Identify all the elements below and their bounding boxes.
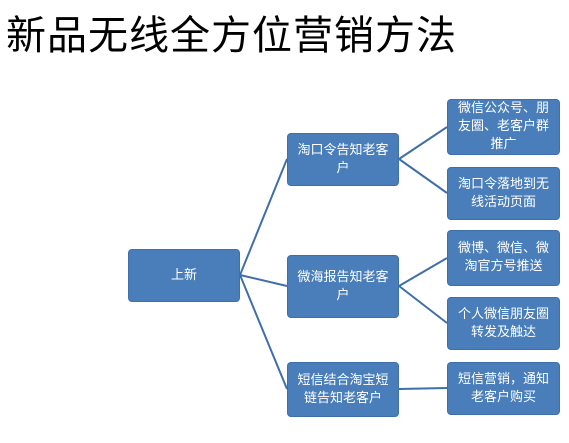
node-sms-shortlink: 短信结合淘宝短链告知老客户: [287, 362, 399, 417]
node-micro-poster: 微海报告知老客户: [287, 255, 399, 318]
node-sms-marketing: 短信营销，通知老客户购买: [447, 362, 560, 415]
node-personal-wechat-label: 个人微信朋友圈转发及触达: [457, 306, 549, 340]
node-root: 上新: [128, 249, 240, 302]
page-title: 新品无线全方位营销方法: [6, 13, 457, 59]
node-landing-page: 淘口令落地到无线活动页面: [447, 167, 560, 220]
link-root-mid1: [239, 158, 288, 276]
node-sms-shortlink-label: 短信结合淘宝短链告知老客户: [297, 372, 389, 406]
link-mid2-leaf4: [398, 285, 448, 324]
node-micro-poster-label: 微海报告知老客户: [297, 269, 389, 303]
node-sms-marketing-label: 短信营销，通知老客户购买: [457, 371, 549, 405]
node-official-push: 微博、微信、微淘官方号推送: [447, 230, 560, 286]
node-taokouling-label: 淘口令告知老客户: [297, 142, 389, 176]
node-personal-wechat: 个人微信朋友圈转发及触达: [447, 297, 560, 350]
link-root-mid3: [239, 274, 288, 390]
node-root-label: 上新: [170, 267, 197, 283]
link-mid1-leaf1: [398, 126, 448, 160]
link-mid1-leaf2: [398, 158, 448, 194]
link-root-mid2: [239, 274, 288, 287]
link-mid3-leaf5: [398, 387, 448, 390]
node-landing-page-label: 淘口令落地到无线活动页面: [457, 176, 549, 210]
link-mid2-leaf3: [398, 257, 448, 287]
node-official-push-label: 微博、微信、微淘官方号推送: [457, 241, 549, 274]
node-wechat-promo-label: 微信公众号、朋友圈、老客户群推广: [457, 101, 549, 152]
node-wechat-promo: 微信公众号、朋友圈、老客户群推广: [447, 99, 560, 155]
node-taokouling: 淘口令告知老客户: [287, 133, 399, 186]
